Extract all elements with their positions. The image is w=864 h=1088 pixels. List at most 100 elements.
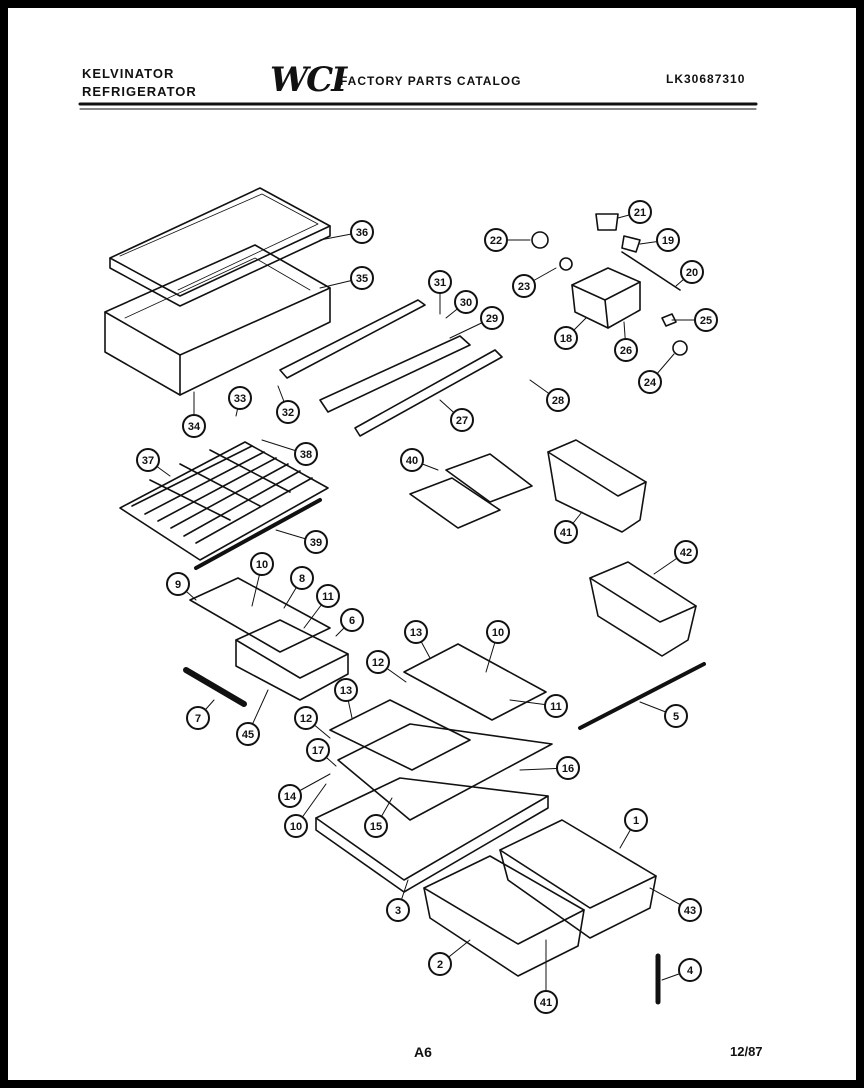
callout-balloon [694,308,718,332]
callout-balloon [334,678,358,702]
callout-label-1: 1 [633,815,639,827]
callout-balloon [350,220,374,244]
callout-balloon [404,620,428,644]
crisper-drawers [423,819,657,977]
callout-balloon [166,572,190,596]
revision-date: 12/87 [730,1044,763,1059]
callout-label-15: 15 [370,821,382,833]
callout-label-16: 16 [562,763,574,775]
callout-balloon [316,584,340,608]
callout-label-22: 22 [490,235,502,247]
callout-balloon [340,608,364,632]
callout-label-2: 2 [437,959,443,971]
door-bin-upper [547,439,647,533]
callout-label-36: 36 [356,227,368,239]
callout-label-26: 26 [620,345,632,357]
callout-label-24: 24 [644,377,657,389]
callout-balloon [306,738,330,762]
callout-balloon [450,408,474,432]
callout-balloon [554,326,578,350]
callout-label-32: 32 [282,407,294,419]
callout-label-28: 28 [552,395,564,407]
callout-label-11: 11 [550,701,562,713]
light-housing [531,213,688,356]
center-shelf-frames [315,643,553,893]
shelf-rails [279,299,503,437]
callout-balloon [512,274,536,298]
callout-label-19: 19 [662,235,674,247]
callout-balloon [678,898,702,922]
callout-label-21: 21 [634,207,646,219]
callout-label-23: 23 [518,281,530,293]
shelf-cover-assembly [104,187,331,396]
callout-balloon [366,650,390,674]
callout-balloon [544,694,568,718]
callout-balloon [136,448,160,472]
wci-logo: WCI [270,60,347,100]
callout-label-35: 35 [356,273,368,285]
callout-label-29: 29 [486,313,498,325]
callout-balloon [624,808,648,832]
brand-line-1: KELVINATOR [82,66,175,81]
callout-label-12: 12 [300,713,312,725]
callout-label-41: 41 [540,997,552,1009]
callout-balloon [186,706,210,730]
callout-label-8: 8 [299,573,305,585]
callout-balloon [664,704,688,728]
callout-label-33: 33 [234,393,246,405]
callout-label-5: 5 [673,711,679,723]
callout-balloon [276,400,300,424]
callout-balloon [678,958,702,982]
callout-balloon [350,266,374,290]
callout-balloon [294,706,318,730]
callout-label-45: 45 [242,729,254,741]
wire-shelf [119,441,329,570]
door-bin-lower [589,561,697,657]
callout-label-30: 30 [460,297,472,309]
callout-balloon [454,290,478,314]
callout-balloon [278,784,302,808]
parts-sheet: KELVINATOR REFRIGERATOR WCI FACTORY PART… [8,8,856,1080]
page-number: A6 [414,1044,432,1060]
callout-balloon [480,306,504,330]
callout-label-10: 10 [256,559,268,571]
callout-label-39: 39 [310,537,322,549]
exploded-parts-diagram: 1234567891010101111121213131415161718192… [78,102,758,1014]
callout-label-11: 11 [322,591,334,603]
callout-balloon [228,386,252,410]
callout-balloon [486,620,510,644]
callout-balloon [428,952,452,976]
callout-balloon [304,530,328,554]
catalog-title: FACTORY PARTS CATALOG [340,74,522,88]
door-bar [578,662,706,730]
callout-balloon [614,338,638,362]
callout-label-17: 17 [312,745,324,757]
callout-label-27: 27 [456,415,468,427]
callout-label-41: 41 [560,527,572,539]
callout-balloon [546,388,570,412]
callout-label-20: 20 [686,267,698,279]
callout-balloon [484,228,508,252]
callout-label-7: 7 [195,713,201,725]
callout-balloon [290,566,314,590]
callout-balloon [294,442,318,466]
callout-label-13: 13 [340,685,352,697]
callout-label-37: 37 [142,455,154,467]
brand-line-2: REFRIGERATOR [82,84,197,99]
callout-label-34: 34 [188,421,201,433]
callout-balloon [250,552,274,576]
callout-balloon [554,520,578,544]
callout-label-10: 10 [492,627,504,639]
meat-pan-assembly [189,577,349,701]
callout-label-9: 9 [175,579,181,591]
callout-label-14: 14 [284,791,297,803]
callout-balloon [364,814,388,838]
document-number: LK30687310 [666,72,746,86]
callout-balloon [386,898,410,922]
callout-balloon [284,814,308,838]
callout-label-12: 12 [372,657,384,669]
callout-balloon [556,756,580,780]
callout-label-31: 31 [434,277,446,289]
callout-label-38: 38 [300,449,312,461]
callout-label-10: 10 [290,821,302,833]
